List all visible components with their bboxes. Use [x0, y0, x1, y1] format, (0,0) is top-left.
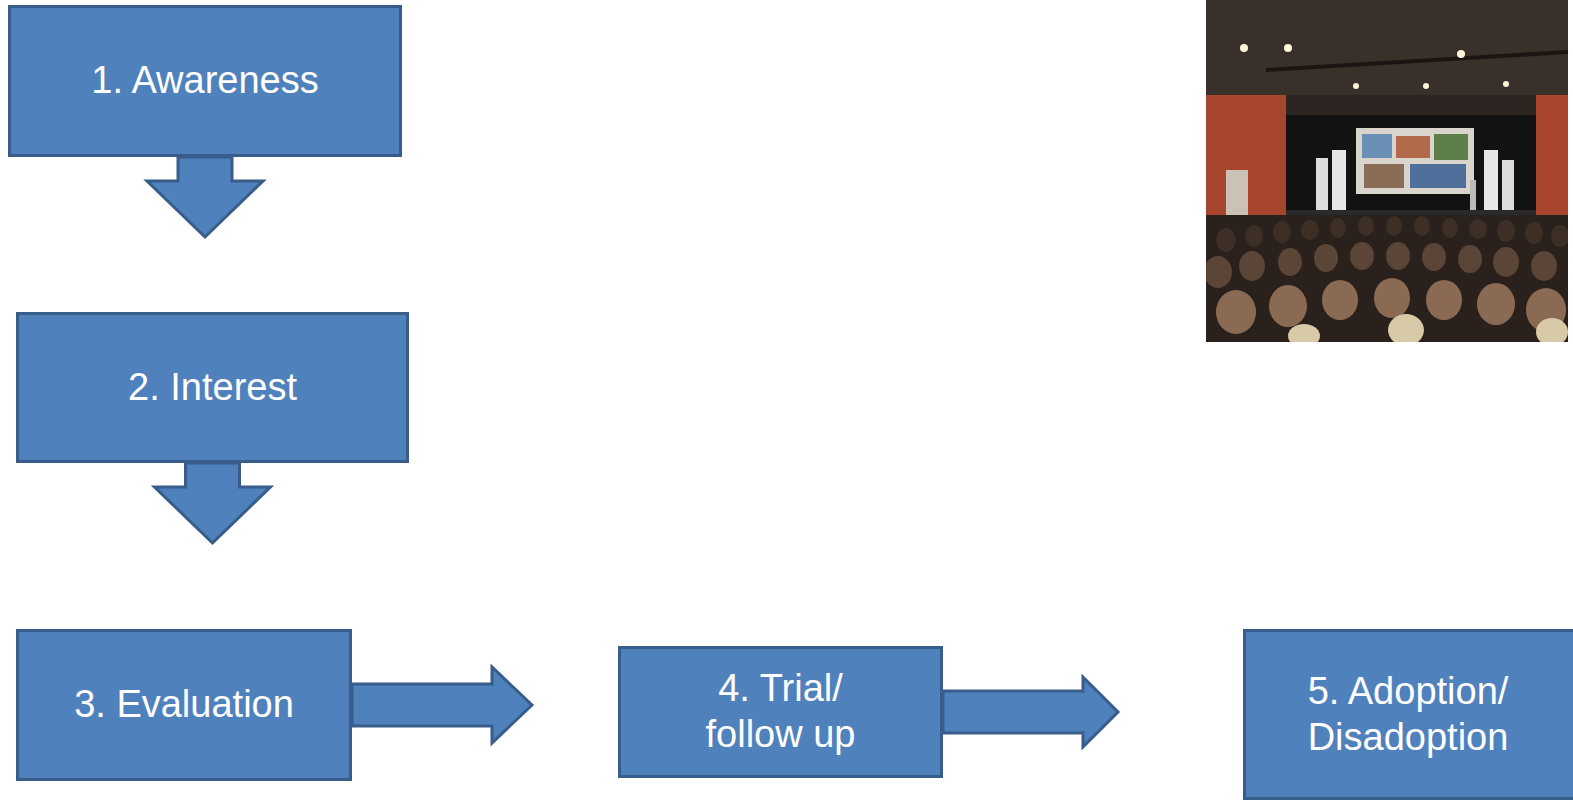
- block-arrow: [943, 677, 1118, 747]
- process-box: 5. Adoption/ Disadoption: [1243, 629, 1573, 800]
- block-arrow: [155, 463, 271, 543]
- step-label: 4. Trial/ follow up: [688, 666, 873, 757]
- conference-photo: [1206, 0, 1568, 342]
- block-arrow: [147, 157, 263, 237]
- step-label: 1. Awareness: [91, 58, 318, 104]
- step-label: 2. Interest: [128, 365, 297, 411]
- process-box: 2. Interest: [16, 312, 409, 463]
- process-box: 4. Trial/ follow up: [618, 646, 943, 778]
- process-box: 1. Awareness: [8, 5, 402, 157]
- step-label: 3. Evaluation: [74, 682, 294, 728]
- block-arrow: [352, 667, 532, 743]
- step-label: 5. Adoption/ Disadoption: [1288, 669, 1528, 760]
- process-box: 3. Evaluation: [16, 629, 352, 781]
